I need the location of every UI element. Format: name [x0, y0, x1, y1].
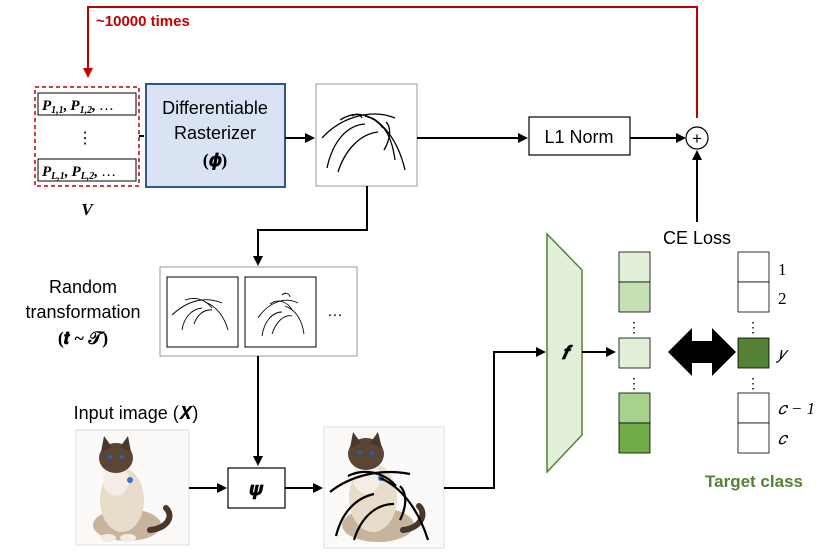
target-cell-c: [737, 422, 770, 454]
plus-symbol: +: [692, 129, 702, 148]
random-transform-line1: Random: [49, 277, 117, 297]
target-cell-y: [737, 337, 770, 369]
ce-loss-label: CE Loss: [663, 228, 731, 248]
transform-sample-2: [244, 276, 317, 348]
target-cell-c-1: [737, 392, 770, 424]
output-cell-2: [618, 281, 651, 313]
l1-norm-box: [528, 116, 631, 156]
arrow-output-f: [444, 347, 546, 489]
rasterizer-line2: Rasterizer: [174, 123, 256, 143]
random-transform-line3: (𝒕 ~ 𝒯): [58, 328, 108, 349]
target-label-c-1: 𝑐 − 1: [778, 399, 815, 418]
params-row-L-text: PL,1,PL,2,…: [42, 164, 116, 182]
output-cell-c-1: [618, 392, 651, 424]
params-row-1: [37, 92, 137, 116]
transform-sample-2-strokes: [257, 292, 305, 337]
plus-circle: [685, 126, 709, 150]
output-cell-1: [618, 251, 651, 283]
target-vdots-1: ⋮: [746, 319, 760, 335]
params-row-1-text: P1,1,P1,2,…: [42, 98, 114, 116]
double-arrow-icon: [668, 328, 736, 376]
output-vdots-1: ⋮: [627, 319, 641, 335]
sketch-strokes: [321, 113, 406, 173]
rasterizer-symbol: (𝝓): [203, 150, 228, 171]
input-image-cat: [75, 429, 190, 546]
target-label-2: 2: [778, 289, 787, 308]
params-vdots: ⋮: [77, 130, 93, 147]
output-cell-c: [618, 422, 651, 454]
augmented-image: [323, 426, 445, 549]
rasterizer-line1: Differentiable: [162, 98, 268, 118]
target-label-1: 1: [778, 260, 787, 279]
target-label-c: 𝑐: [778, 429, 789, 448]
target-label-y: 𝑦: [775, 344, 789, 363]
params-caption: V: [81, 200, 94, 219]
transform-sample-1-strokes: [171, 297, 229, 331]
transform-ellipsis: …: [327, 303, 343, 320]
psi-symbol: 𝝍: [249, 479, 264, 500]
rasterizer-box: [145, 83, 286, 188]
classifier-f: [546, 232, 583, 474]
params-row-L: [37, 158, 137, 182]
target-cell-1: [737, 251, 770, 283]
output-vdots-2: ⋮: [627, 375, 641, 391]
target-class-caption: Target class: [705, 472, 803, 491]
loop-label: ~10000 times: [96, 13, 190, 30]
target-cell-2: [737, 281, 770, 313]
l1-norm-label: L1 Norm: [544, 127, 613, 147]
output-cell-y: [618, 337, 651, 369]
target-vdots-2: ⋮: [746, 375, 760, 391]
input-image-label: Input image (𝑿): [74, 403, 199, 423]
arrow-sketch-transform: [253, 186, 368, 266]
loop-arrow: [83, 6, 698, 118]
augmented-image-strokes: [329, 470, 430, 541]
random-transform-line2: transformation: [25, 302, 140, 322]
